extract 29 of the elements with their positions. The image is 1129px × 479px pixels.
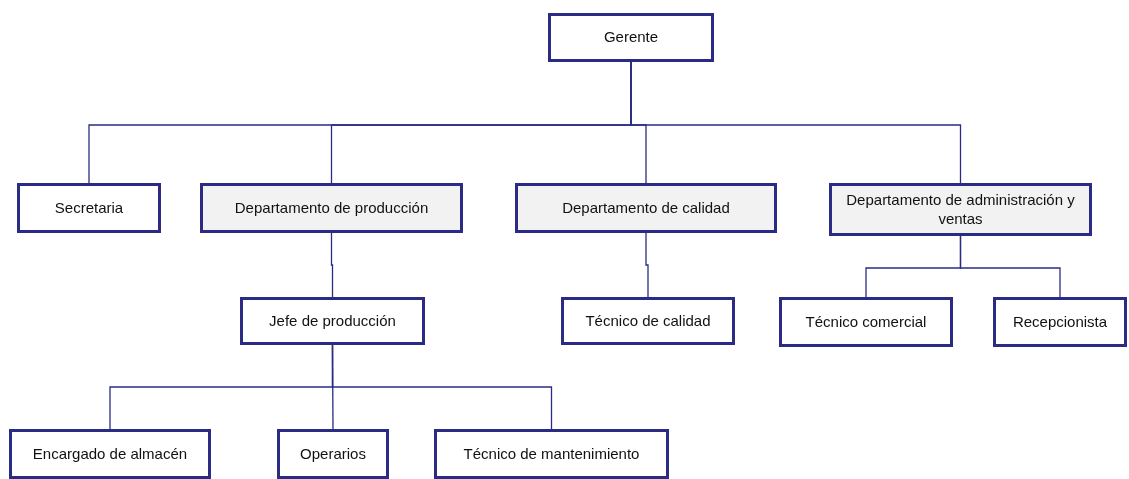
org-box (17, 183, 161, 233)
box-label: Técnico comercial (805, 312, 927, 332)
box-label: Operarios (300, 444, 366, 464)
box-label: Gerente (603, 28, 659, 47)
org-box (993, 297, 1127, 347)
connector-line (331, 344, 553, 430)
org-box (829, 183, 1092, 236)
box-label: Departamento de calidad (562, 198, 730, 218)
connector-line (959, 235, 1061, 298)
connector-line (645, 232, 649, 298)
org-box (277, 429, 389, 479)
org-box (515, 183, 777, 233)
box-label: Secretaria (54, 198, 124, 218)
box-label: Departamento de producción (234, 198, 429, 218)
box-label: Técnico de calidad (585, 311, 711, 331)
connector-line (330, 232, 334, 298)
org-box (434, 429, 669, 479)
box-label: Encargado de almacén (32, 444, 188, 464)
box-label: Jefe de producción (269, 311, 396, 331)
org-box (561, 297, 735, 345)
org-box (9, 429, 211, 479)
box-label: Recepcionista (1012, 312, 1108, 332)
org-box (200, 183, 463, 233)
connector-line (630, 61, 962, 184)
org-box (548, 13, 714, 62)
box-label: Técnico de mantenimiento (463, 444, 640, 464)
org-box (779, 297, 953, 347)
box-label: Departamento de administración y ventas (845, 190, 1076, 229)
org-box (240, 297, 425, 345)
